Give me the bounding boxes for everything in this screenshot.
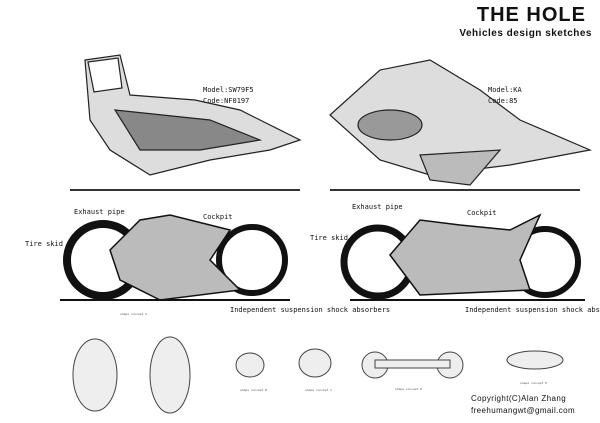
code-label: Code:NF0197 — [203, 97, 250, 105]
ship-ka-sketch — [329, 59, 593, 186]
exhaust-pipe-label: Exhaust pipe — [352, 203, 403, 211]
page-title: THE HOLE — [476, 4, 586, 26]
bike-1-sketch — [60, 214, 290, 301]
suspension-label: Independent suspension shock absorbers — [465, 306, 600, 314]
concept-label: shape concept E — [520, 381, 548, 385]
model-label: Model:SW79F5 — [203, 86, 254, 94]
concept-sketches — [72, 336, 564, 414]
bike-2-sketch — [340, 213, 585, 301]
concept-label: shape concept C — [305, 388, 333, 392]
page-subtitle: Vehicles design sketches — [459, 28, 592, 39]
concept-label: shape concept D — [395, 387, 423, 391]
cockpit-label: Cockpit — [203, 213, 233, 221]
model-label: Model:KA — [488, 86, 522, 94]
cockpit-label: Cockpit — [467, 209, 497, 217]
code-label: Code:85 — [488, 97, 518, 105]
email-text: freehumangwt@gmail.com — [471, 406, 576, 415]
ship-sw79f5-sketch — [84, 54, 302, 176]
tire-skid-label: Tire skid — [25, 240, 63, 248]
copyright-text: Copyright(C)Alan Zhang — [471, 394, 567, 403]
tire-skid-label: Tire skid — [310, 234, 348, 242]
concept-label: shape concept B — [240, 388, 268, 392]
suspension-label: Independent suspension shock absorbers — [230, 306, 391, 314]
exhaust-pipe-label: Exhaust pipe — [74, 208, 125, 216]
concept-label: shape concept A — [120, 312, 148, 316]
